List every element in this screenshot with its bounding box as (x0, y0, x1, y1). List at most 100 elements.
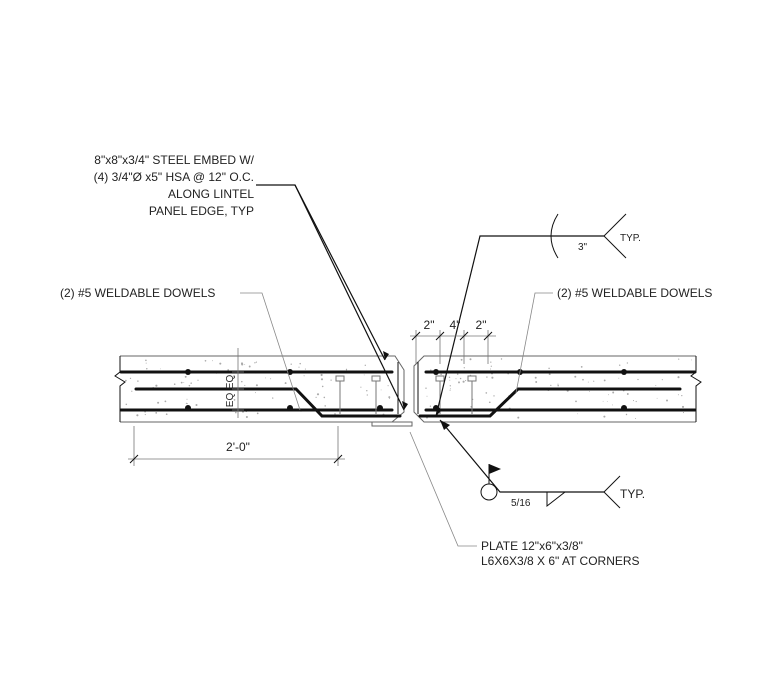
concrete-speck (485, 392, 488, 394)
concrete-speck (330, 379, 332, 381)
concrete-speck (574, 375, 577, 378)
concrete-speck (625, 413, 628, 416)
concrete-speck (602, 400, 604, 402)
concrete-speck (248, 365, 251, 368)
concrete-speck (304, 368, 306, 370)
concrete-speck (212, 360, 214, 362)
concrete-speck (235, 411, 237, 414)
length-dimension: 2'-0" (128, 426, 345, 466)
concrete-speck (691, 359, 693, 361)
concrete-speck (459, 377, 462, 380)
concrete-speck (270, 378, 272, 380)
concrete-speck (490, 361, 492, 363)
concrete-speck (299, 362, 301, 365)
concrete-speck (618, 364, 621, 366)
concrete-speck (388, 396, 391, 399)
bottom-weld-size: 5/16 (511, 498, 531, 509)
right-panel (413, 355, 702, 423)
concrete-speck (463, 367, 465, 369)
concrete-speck (458, 381, 460, 384)
concrete-speck (364, 364, 366, 366)
concrete-speck (677, 376, 680, 379)
concrete-speck (366, 390, 368, 392)
concrete-speck (655, 385, 657, 386)
concrete-speck (183, 381, 185, 383)
concrete-speck (254, 362, 256, 364)
concrete-speck (517, 416, 520, 419)
concrete-speck (323, 396, 326, 399)
concrete-speck (456, 373, 459, 375)
concrete-speck (131, 390, 133, 392)
concrete-speck (460, 358, 463, 361)
eq-label-1: EQ (225, 375, 236, 390)
concrete-speck (448, 376, 451, 378)
concrete-speck (582, 378, 584, 381)
concrete-speck (185, 402, 188, 405)
concrete-speck (334, 413, 336, 415)
concrete-speck (388, 397, 390, 400)
concrete-speck (626, 393, 629, 395)
concrete-speck (255, 384, 258, 387)
concrete-speck (186, 403, 188, 405)
concrete-speck (245, 415, 248, 419)
concrete-speck (241, 380, 243, 383)
concrete-speck (298, 366, 300, 368)
concrete-speck (125, 403, 128, 406)
eq-dimension: EQ EQ (225, 348, 244, 418)
concrete-speck (682, 412, 685, 414)
concrete-speck (491, 376, 494, 379)
concrete-speck (264, 377, 266, 379)
concrete-speck (204, 359, 207, 362)
concrete-speck (290, 363, 292, 365)
concrete-speck (316, 393, 320, 396)
right-rebar (417, 362, 697, 418)
concrete-speck (548, 367, 550, 370)
concrete-speck (197, 379, 199, 381)
plate-note-line-2: L6X6X3/8 X 6" AT CORNERS (481, 554, 640, 568)
weld-symbol-bottom: 5/16 TYP. (439, 419, 645, 509)
concrete-speck (449, 379, 451, 381)
concrete-speck (363, 374, 365, 376)
concrete-speck (450, 388, 452, 390)
bottom-weld-tail: TYP. (620, 487, 645, 501)
concrete-speck (321, 385, 324, 388)
concrete-speck (681, 394, 683, 397)
concrete-speck (255, 361, 257, 363)
concrete-speck (173, 383, 176, 385)
concrete-speck (233, 375, 236, 378)
dowel-callout-right: (2) #5 WELDABLE DOWELS (515, 286, 712, 394)
concrete-speck (603, 379, 606, 382)
concrete-speck (233, 399, 236, 401)
concrete-speck (557, 384, 559, 387)
concrete-speck (490, 368, 491, 370)
concrete-speck (465, 380, 467, 382)
concrete-speck (462, 380, 465, 383)
concrete-speck (632, 400, 635, 402)
concrete-speck (227, 369, 230, 371)
concrete-speck (449, 389, 451, 391)
concrete-speck (588, 390, 590, 392)
concrete-speck (678, 358, 680, 360)
concrete-speck (557, 383, 559, 385)
weld-symbol-top: 3" TYP. (435, 213, 641, 417)
concrete-speck (661, 379, 663, 381)
concrete-speck (137, 380, 139, 382)
left-panel (114, 355, 405, 423)
dim-2in-a: 2" (424, 318, 435, 332)
concrete-speck (548, 373, 551, 376)
concrete-speck (587, 381, 589, 383)
concrete-speck (324, 405, 326, 407)
dim-2ft: 2'-0" (226, 440, 250, 454)
embed-note-line-3: ALONG LINTEL (168, 187, 254, 201)
concrete-speck (345, 369, 348, 371)
concrete-speck (180, 381, 183, 384)
concrete-speck (244, 363, 246, 365)
concrete-speck (469, 358, 472, 361)
concrete-speck (577, 413, 579, 415)
concrete-speck (488, 401, 491, 404)
concrete-speck (254, 392, 256, 394)
concrete-speck (608, 394, 610, 396)
concrete-speck (626, 362, 629, 364)
concrete-speck (256, 412, 259, 415)
